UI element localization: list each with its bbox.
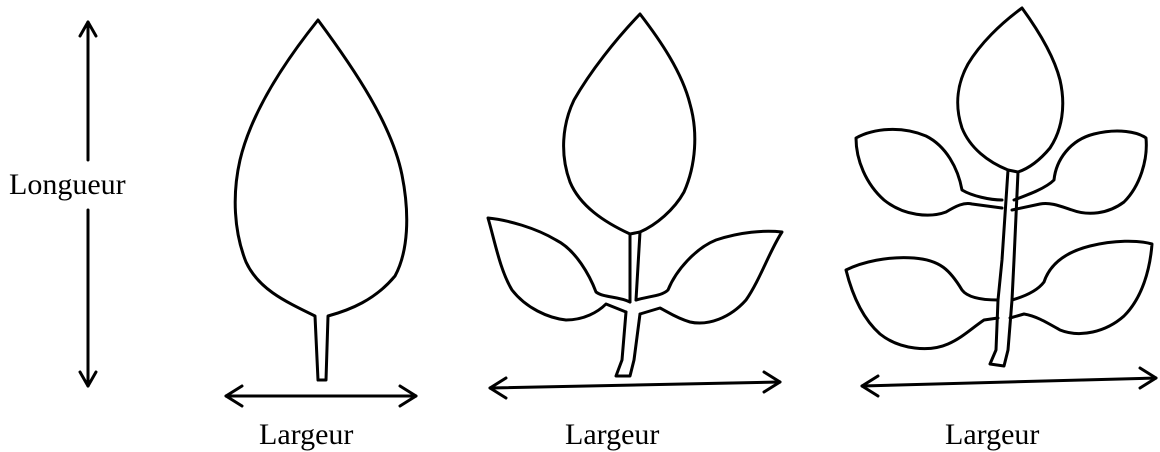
- width-label-trifoliate-leaf: Largeur: [565, 420, 659, 450]
- length-arrow: [80, 22, 96, 386]
- width-arrow-3: [862, 368, 1156, 396]
- width-label-simple-leaf: Largeur: [259, 420, 353, 450]
- width-label-compound-leaf: Largeur: [945, 420, 1039, 450]
- compound-leaf: [846, 8, 1152, 366]
- width-arrow-2: [490, 372, 780, 398]
- length-label: Longueur: [9, 170, 126, 200]
- simple-leaf: [235, 20, 407, 380]
- width-arrow-1: [226, 386, 416, 406]
- trifoliate-leaf: [488, 14, 782, 376]
